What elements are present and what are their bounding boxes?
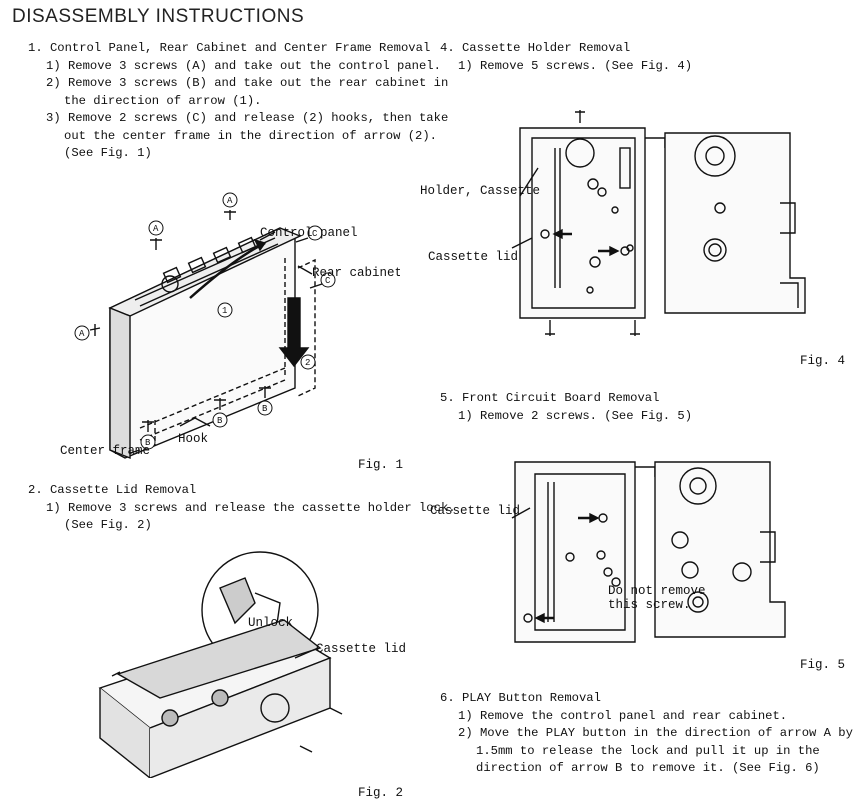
instruction-line: 1.5mm to release the lock and pull it up… <box>476 743 820 758</box>
arrow-2-label: 2 <box>305 358 310 368</box>
figure-5-drawing: Cassette lid Do not remove this screw. <box>430 461 786 643</box>
figure-1-drawing: A A A C C B B B 1 2 Control panel Rear c… <box>60 192 400 460</box>
screw-b-label: B <box>262 404 268 414</box>
section-heading: 6. PLAY Button Removal <box>440 691 601 705</box>
instruction-line: 1) Remove the control panel and rear cab… <box>458 708 788 723</box>
figure-4-caption: Fig. 4 <box>800 354 846 368</box>
figure-2-drawing: Unlock Cassette lid <box>98 551 406 778</box>
figure-2-caption: Fig. 2 <box>358 786 404 800</box>
arrow-1-label: 1 <box>222 306 227 316</box>
control-panel-label: Control panel <box>260 226 358 240</box>
do-not-remove-note: Do not remove <box>608 584 706 598</box>
screw-c-label: C <box>325 276 331 286</box>
section-2: 2. Cassette Lid Removal 1) Remove 3 scre… <box>28 482 456 535</box>
section-6: 6. PLAY Button Removal 1) Remove the con… <box>440 690 853 778</box>
instruction-line: 2) Move the PLAY button in the direction… <box>458 726 853 740</box>
rear-cabinet-label: Rear cabinet <box>312 266 400 280</box>
holder-cassette-label: Holder, Cassette <box>420 184 540 198</box>
instruction-line: 2) Remove 3 screws (B) and take out the … <box>46 76 449 90</box>
do-not-remove-note: this screw. <box>608 598 691 612</box>
screw-b-label: B <box>217 416 223 426</box>
figure-1-caption: Fig. 1 <box>358 458 404 472</box>
cassette-lid-label: Cassette lid <box>430 504 520 518</box>
screw-a-label: A <box>227 196 233 206</box>
instruction-line: 3) Remove 2 screws (C) and release (2) h… <box>46 111 449 125</box>
screw-a-label: A <box>153 224 159 234</box>
cassette-lid-label: Cassette lid <box>316 642 406 656</box>
instruction-line: 1) Remove 2 screws. (See Fig. 5) <box>458 408 693 423</box>
section-heading: 4. Cassette Holder Removal <box>440 41 631 55</box>
center-frame-label: Center frame <box>60 444 150 458</box>
screw-b-label: B <box>145 438 151 448</box>
instruction-line: (See Fig. 1) <box>64 146 152 160</box>
figure-4-drawing: Holder, Cassette Cassette lid <box>420 110 806 336</box>
screw-a-label: A <box>79 329 85 339</box>
page-title: DISASSEMBLY INSTRUCTIONS <box>12 6 305 27</box>
section-5: 5. Front Circuit Board Removal 1) Remove… <box>440 390 692 425</box>
instruction-line: 1) Remove 3 screws and release the casse… <box>46 500 456 515</box>
cassette-lid-label: Cassette lid <box>428 250 518 264</box>
screw-c-label: C <box>312 229 318 239</box>
instruction-line: 1) Remove 5 screws. (See Fig. 4) <box>458 58 693 73</box>
section-heading: 1. Control Panel, Rear Cabinet and Cente… <box>28 41 431 55</box>
instruction-line: (See Fig. 2) <box>64 518 152 532</box>
instruction-line: direction of arrow B to remove it. (See … <box>476 761 820 775</box>
section-1: 1. Control Panel, Rear Cabinet and Cente… <box>28 40 448 163</box>
instruction-line: 1) Remove 3 screws (A) and take out the … <box>46 58 441 73</box>
hook-label: Hook <box>178 432 208 446</box>
section-heading: 5. Front Circuit Board Removal <box>440 391 660 405</box>
section-heading: 2. Cassette Lid Removal <box>28 483 197 497</box>
unlock-label: Unlock <box>248 616 293 630</box>
instruction-line: the direction of arrow (1). <box>64 93 262 108</box>
figure-5-caption: Fig. 5 <box>800 658 846 672</box>
instruction-line: out the center frame in the direction of… <box>64 128 437 143</box>
section-4: 4. Cassette Holder Removal 1) Remove 5 s… <box>440 40 692 75</box>
